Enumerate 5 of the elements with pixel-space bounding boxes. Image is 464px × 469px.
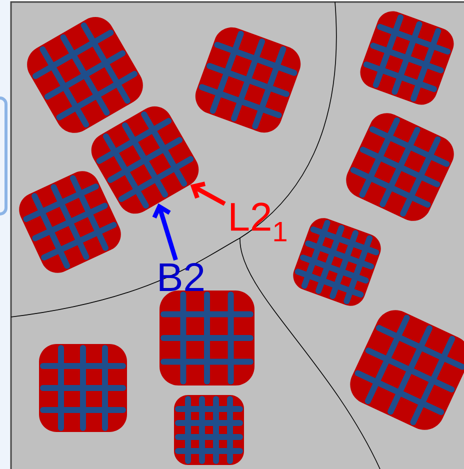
label: L2$_{1}$ <box>231 202 286 242</box>
label: B2 <box>160 263 204 291</box>
arrow <box>152 203 178 261</box>
grain <box>96 111 194 209</box>
arrow <box>190 182 226 206</box>
